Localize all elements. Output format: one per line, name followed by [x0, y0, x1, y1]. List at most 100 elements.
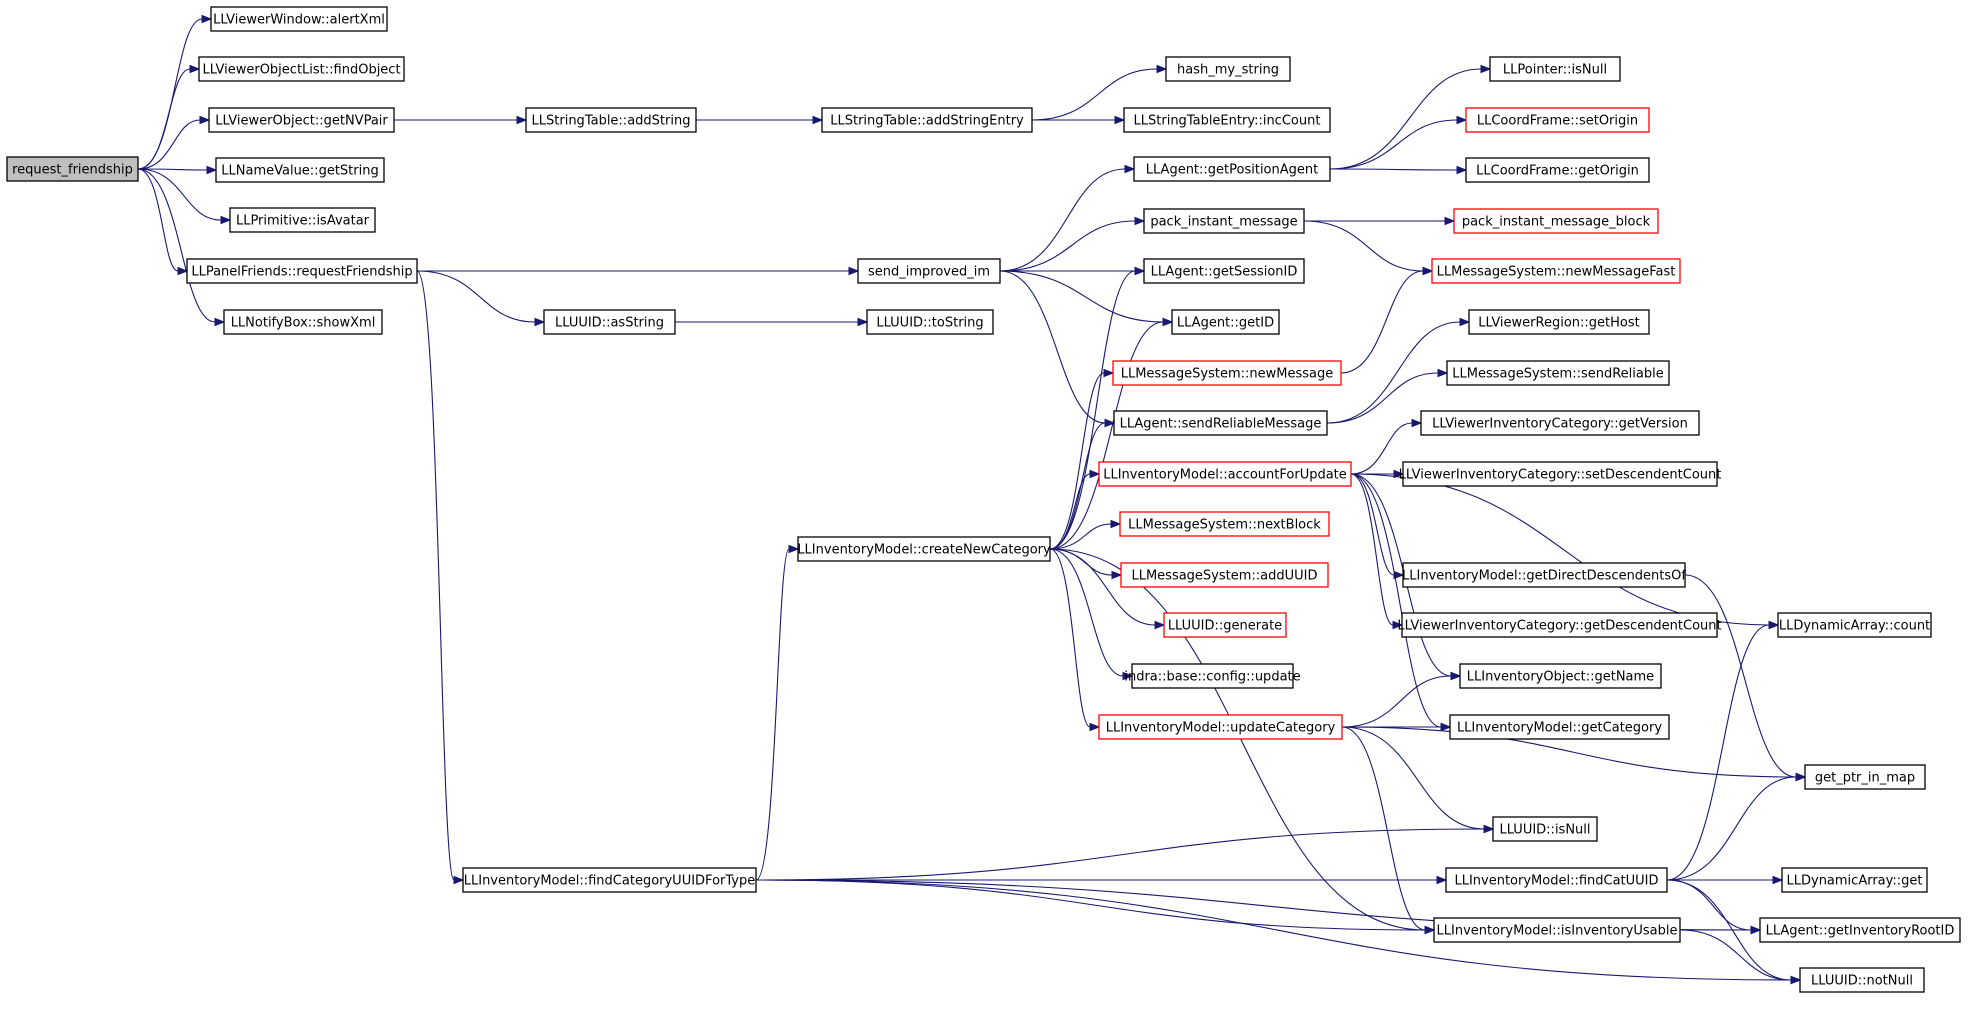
- node-get-ptr-in-map[interactable]: get_ptr_in_map: [1804, 764, 1926, 790]
- node-box[interactable]: [1465, 157, 1650, 183]
- node-box[interactable]: [1453, 208, 1659, 234]
- node-llviewerwindow-alertxml[interactable]: LLViewerWindow::alertXml: [210, 6, 388, 32]
- node-box[interactable]: [6, 156, 139, 182]
- node-llviewerobjectlist-findobject[interactable]: LLViewerObjectList::findObject: [198, 56, 405, 82]
- node-box[interactable]: [866, 309, 994, 335]
- node-box[interactable]: [1098, 714, 1343, 740]
- node-lluuid-asstring[interactable]: LLUUID::asString: [543, 309, 676, 335]
- node-box[interactable]: [1402, 562, 1686, 588]
- node-box[interactable]: [198, 56, 405, 82]
- node-llinventoryobject-getname[interactable]: LLInventoryObject::getName: [1459, 663, 1662, 689]
- node-llnotifybox-showxml[interactable]: LLNotifyBox::showXml: [223, 309, 383, 335]
- node-box[interactable]: [821, 107, 1033, 133]
- node-lldynamicarray-get[interactable]: LLDynamicArray::get: [1781, 867, 1928, 893]
- node-box[interactable]: [1492, 816, 1598, 842]
- node-box[interactable]: [1489, 56, 1621, 82]
- node-lluuid-isnull[interactable]: LLUUID::isNull: [1492, 816, 1598, 842]
- node-lluuid-notnull[interactable]: LLUUID::notNull: [1799, 967, 1925, 993]
- node-box[interactable]: [1171, 309, 1280, 335]
- node-llstringtableentry-inccount[interactable]: LLStringTableEntry::incCount: [1123, 107, 1331, 133]
- node-box[interactable]: [525, 107, 697, 133]
- node-box[interactable]: [208, 107, 395, 133]
- node-llpanelfriends-requestfriendship[interactable]: LLPanelFriends::requestFriendship: [186, 258, 418, 284]
- node-llviewerregion-gethost[interactable]: LLViewerRegion::getHost: [1468, 309, 1650, 335]
- node-box[interactable]: [1777, 612, 1932, 638]
- node-box[interactable]: [1131, 663, 1294, 689]
- node-box[interactable]: [1098, 461, 1352, 487]
- node-request-friendship[interactable]: request_friendship: [6, 156, 139, 182]
- node-box[interactable]: [1119, 511, 1330, 537]
- node-box[interactable]: [1165, 56, 1291, 82]
- node-llviewerinventorycategory-getdescendentcount[interactable]: LLViewerInventoryCategory::getDescendent…: [1397, 612, 1722, 638]
- node-llmessagesystem-nextblock[interactable]: LLMessageSystem::nextBlock: [1119, 511, 1330, 537]
- node-box[interactable]: [1804, 764, 1926, 790]
- node-box[interactable]: [1133, 156, 1331, 182]
- node-lldynamicarray-count[interactable]: LLDynamicArray::count: [1777, 612, 1932, 638]
- node-llinventorymodel-createnewcategory[interactable]: LLInventoryModel::createNewCategory: [797, 536, 1051, 562]
- node-box[interactable]: [1459, 663, 1662, 689]
- node-box[interactable]: [797, 536, 1051, 562]
- node-indra-base-config-update[interactable]: indra::base::config::update: [1124, 663, 1301, 689]
- node-llagent-getid[interactable]: LLAgent::getID: [1171, 309, 1280, 335]
- node-llmessagesystem-adduuid[interactable]: LLMessageSystem::addUUID: [1120, 562, 1329, 588]
- node-box[interactable]: [1143, 258, 1305, 284]
- node-box[interactable]: [215, 157, 385, 183]
- node-box[interactable]: [186, 258, 418, 284]
- node-llinventorymodel-isinventoryusable[interactable]: LLInventoryModel::isInventoryUsable: [1433, 917, 1681, 943]
- node-box[interactable]: [1759, 917, 1961, 943]
- node-llviewerobject-getnvpair[interactable]: LLViewerObject::getNVPair: [208, 107, 395, 133]
- node-llinventorymodel-findcatuuid[interactable]: LLInventoryModel::findCatUUID: [1445, 867, 1668, 893]
- node-llagent-sendreliablemessage[interactable]: LLAgent::sendReliableMessage: [1113, 410, 1328, 436]
- node-lluuid-generate[interactable]: LLUUID::generate: [1163, 612, 1287, 638]
- node-llstringtable-addstringentry[interactable]: LLStringTable::addStringEntry: [821, 107, 1033, 133]
- node-hash-my-string[interactable]: hash_my_string: [1165, 56, 1291, 82]
- node-box[interactable]: [1420, 410, 1700, 436]
- node-box[interactable]: [210, 6, 388, 32]
- node-box[interactable]: [1781, 867, 1928, 893]
- node-box[interactable]: [1401, 612, 1718, 638]
- node-box[interactable]: [1143, 208, 1305, 234]
- node-box[interactable]: [1123, 107, 1331, 133]
- node-llagent-getinventoryrootid[interactable]: LLAgent::getInventoryRootID: [1759, 917, 1961, 943]
- node-llcoordframe-getorigin[interactable]: LLCoordFrame::getOrigin: [1465, 157, 1650, 183]
- node-box[interactable]: [543, 309, 676, 335]
- node-llviewerinventorycategory-setdescendentcount[interactable]: LLViewerInventoryCategory::setDescendent…: [1399, 461, 1722, 487]
- node-box[interactable]: [1445, 867, 1668, 893]
- node-llinventorymodel-getcategory[interactable]: LLInventoryModel::getCategory: [1449, 714, 1670, 740]
- node-llcoordframe-setorigin[interactable]: LLCoordFrame::setOrigin: [1465, 107, 1650, 133]
- node-llinventorymodel-updatecategory[interactable]: LLInventoryModel::updateCategory: [1098, 714, 1343, 740]
- node-box[interactable]: [1468, 309, 1650, 335]
- node-llprimitive-isavatar[interactable]: LLPrimitive::isAvatar: [229, 207, 376, 233]
- node-box[interactable]: [857, 258, 1001, 284]
- node-box[interactable]: [223, 309, 383, 335]
- node-llnamevalue-getstring[interactable]: LLNameValue::getString: [215, 157, 385, 183]
- node-llviewerinventorycategory-getversion[interactable]: LLViewerInventoryCategory::getVersion: [1420, 410, 1700, 436]
- node-lluuid-tostring[interactable]: LLUUID::toString: [866, 309, 994, 335]
- node-pack-instant-message[interactable]: pack_instant_message: [1143, 208, 1305, 234]
- node-llinventorymodel-getdirectdescendentsof[interactable]: LLInventoryModel::getDirectDescendentsOf: [1402, 562, 1686, 588]
- node-llmessagesystem-sendreliable[interactable]: LLMessageSystem::sendReliable: [1446, 360, 1670, 386]
- node-box[interactable]: [1120, 562, 1329, 588]
- node-llpointer-isnull[interactable]: LLPointer::isNull: [1489, 56, 1621, 82]
- node-llmessagesystem-newmessagefast[interactable]: LLMessageSystem::newMessageFast: [1431, 258, 1681, 284]
- node-box[interactable]: [1446, 360, 1670, 386]
- node-box[interactable]: [1112, 360, 1342, 386]
- node-box[interactable]: [1433, 917, 1681, 943]
- node-box[interactable]: [1465, 107, 1650, 133]
- node-box[interactable]: [1449, 714, 1670, 740]
- node-llinventorymodel-accountforupdate[interactable]: LLInventoryModel::accountForUpdate: [1098, 461, 1352, 487]
- node-box[interactable]: [1163, 612, 1287, 638]
- node-llinventorymodel-findcategoryuuidfortype[interactable]: LLInventoryModel::findCategoryUUIDForTyp…: [462, 867, 757, 893]
- node-pack-instant-message-block[interactable]: pack_instant_message_block: [1453, 208, 1659, 234]
- node-box[interactable]: [229, 207, 376, 233]
- node-box[interactable]: [1402, 461, 1718, 487]
- node-llagent-getpositionagent[interactable]: LLAgent::getPositionAgent: [1133, 156, 1331, 182]
- node-llmessagesystem-newmessage[interactable]: LLMessageSystem::newMessage: [1112, 360, 1342, 386]
- node-send-improved-im[interactable]: send_improved_im: [857, 258, 1001, 284]
- node-box[interactable]: [1431, 258, 1681, 284]
- node-box[interactable]: [1799, 967, 1925, 993]
- node-box[interactable]: [462, 867, 757, 893]
- node-box[interactable]: [1113, 410, 1328, 436]
- node-llstringtable-addstring[interactable]: LLStringTable::addString: [525, 107, 697, 133]
- node-llagent-getsessionid[interactable]: LLAgent::getSessionID: [1143, 258, 1305, 284]
